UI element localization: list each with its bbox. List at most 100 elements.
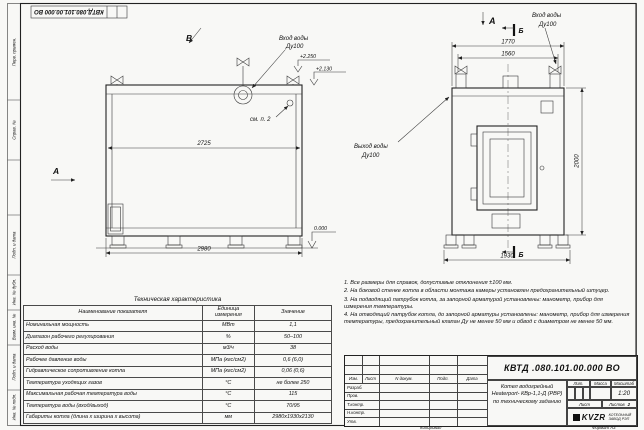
stamp-label: Взам. инв. № xyxy=(12,313,17,340)
drawing-frame xyxy=(7,2,637,427)
dim-2980: 2980 xyxy=(196,247,211,253)
company-logo-text: KVZR xyxy=(581,412,606,422)
stamp-label: Подп. и дата xyxy=(12,231,17,259)
front-top-fittings xyxy=(454,65,562,89)
tech-row: Диапазон рабочего регулирования%50–100 xyxy=(23,331,333,344)
role-developed: Разраб. xyxy=(347,384,363,390)
furnace-door xyxy=(470,100,554,229)
stamp-label: Перв. примен. xyxy=(12,38,17,67)
note-item: 1. Все размеры для справок, допустимые о… xyxy=(344,280,513,286)
col-ndocum: N докум. xyxy=(395,376,413,381)
tech-value: не более 250 xyxy=(253,377,333,390)
water-outlet-dn: Ду100 xyxy=(361,153,380,159)
sheet-cell: Лист xyxy=(567,400,602,408)
dim-1930: 1930 xyxy=(500,254,514,260)
tech-name: Температура воды (вход/выход) xyxy=(23,400,203,413)
note-item: 2. На боковой стенке котла в области мон… xyxy=(344,288,610,295)
tech-unit: °С xyxy=(201,388,255,402)
tech-unit: м3/ч xyxy=(201,342,255,356)
note-item: 3. На подводящий патрубок котла, за запо… xyxy=(344,296,603,310)
boiler-front-view: 1770 1560 2000 1930 Б Б А Вход воды Ду10… xyxy=(443,12,586,264)
sheets-cell: Листов 2 xyxy=(602,400,637,408)
tech-table: Наименование показателя Единица измерени… xyxy=(23,305,333,425)
front-water-inlet-label: Вход воды xyxy=(532,13,562,19)
tech-name: Номинальная мощность xyxy=(23,319,203,333)
tech-value: 1,1 xyxy=(253,319,333,333)
tech-name: Рабочее давление воды xyxy=(23,354,203,367)
water-inlet-label: Вход воды xyxy=(279,36,309,42)
view-marker-v: В xyxy=(186,33,192,43)
tech-value: 38 xyxy=(253,342,333,356)
scale-value: 1:20 xyxy=(611,387,637,400)
left-stamp-column: Перв. примен. Справ. № Подп. и дата Инв.… xyxy=(12,38,17,421)
top-inverted-stamp: КВТД.080.101.00.000 ВО xyxy=(30,5,128,19)
note-item: 4. На отводящий патрубок котла, до запор… xyxy=(344,312,630,326)
role-checked: Пров. xyxy=(347,393,359,399)
tech-value: 2980х1930х2130 xyxy=(253,411,333,425)
company-cell: KVZR КОТЕЛЬНЫЙ ЗАВОД РЭП xyxy=(567,408,637,426)
tech-value: 70/95 xyxy=(253,400,333,413)
company-name-line2: ЗАВОД РЭП xyxy=(608,417,630,421)
section-marker-b-bottom: Б xyxy=(519,252,524,259)
scale-label: Масштаб xyxy=(611,380,637,387)
role-approved: Утв. xyxy=(347,418,357,424)
tech-value: 115 xyxy=(253,388,333,402)
stamp-label: Справ. № xyxy=(12,120,17,140)
dim-1770: 1770 xyxy=(501,40,515,46)
technical-characteristics: Техническая характеристика Наименование … xyxy=(23,296,333,425)
tech-name: Расход воды xyxy=(23,342,203,356)
dim-2725: 2725 xyxy=(196,141,211,147)
sheets-label: Листов xyxy=(608,401,625,407)
sheets-value: 2 xyxy=(627,401,631,407)
water-inlet-dn: Ду100 xyxy=(285,44,304,50)
tech-name: Гидравлическое сопротивление котла xyxy=(23,365,203,379)
copied-note: Копировал xyxy=(420,424,442,430)
tech-name: Диапазон рабочего регулирования xyxy=(23,331,203,344)
section-marker-b-top: Б xyxy=(519,28,524,35)
tech-header-row: Наименование показателя Единица измерени… xyxy=(23,305,333,321)
tech-unit: °С xyxy=(201,377,255,390)
col-izm: Изм. xyxy=(348,376,359,381)
dim-1560: 1560 xyxy=(501,52,515,58)
top-fittings xyxy=(110,57,300,107)
lit-cell xyxy=(567,387,575,400)
company-logo-mark xyxy=(572,413,580,421)
tech-row: Габариты котла (длина х ширина х высота)… xyxy=(23,411,333,425)
product-name: Котел водогрейный Heaterport- КВр-1,1-Д … xyxy=(487,380,567,426)
tech-table-title: Техническая характеристика xyxy=(133,296,222,303)
format-note: Формат А3 xyxy=(592,424,616,430)
company-name-line1: КОТЕЛЬНЫЙ xyxy=(608,412,632,417)
tech-unit: МПа (кгс/см2) xyxy=(201,365,255,379)
role-tcontrol: Т.контр. xyxy=(347,401,365,407)
water-outlet-label: Выход воды xyxy=(354,144,388,150)
tech-unit: % xyxy=(201,331,255,344)
front-feet xyxy=(443,234,571,249)
title-doc-number: КВТД .080.101.00.000 ВО xyxy=(487,356,637,380)
view-marker-a: А xyxy=(52,166,59,176)
tech-header-value: Значение xyxy=(253,305,333,321)
mass-cell xyxy=(590,387,611,400)
title-block: Изм. Лист N докум. Подп. Дата Разраб. Пр… xyxy=(344,355,638,427)
tech-name: Максимальная рабочая температура воды xyxy=(23,388,203,402)
col-podp: Подп. xyxy=(437,376,449,381)
tech-header-unit: Единица измерения xyxy=(201,305,255,321)
role-ncontrol: Н.контр. xyxy=(347,410,366,416)
col-list: Лист xyxy=(364,376,377,381)
tech-name: Температура уходящих газов xyxy=(23,377,203,390)
tech-unit: МПа (кгс/см2) xyxy=(201,354,255,367)
see-note-ref: см. п. 2 xyxy=(250,117,271,123)
notes-block: 1. Все размеры для справок, допустимые о… xyxy=(344,280,632,328)
stamp-label: Инв. № дубл. xyxy=(12,279,17,305)
tech-value: 50–100 xyxy=(253,331,333,344)
mass-label: Масса xyxy=(590,380,611,387)
tech-value: 0,6 (6,0) xyxy=(253,354,333,367)
